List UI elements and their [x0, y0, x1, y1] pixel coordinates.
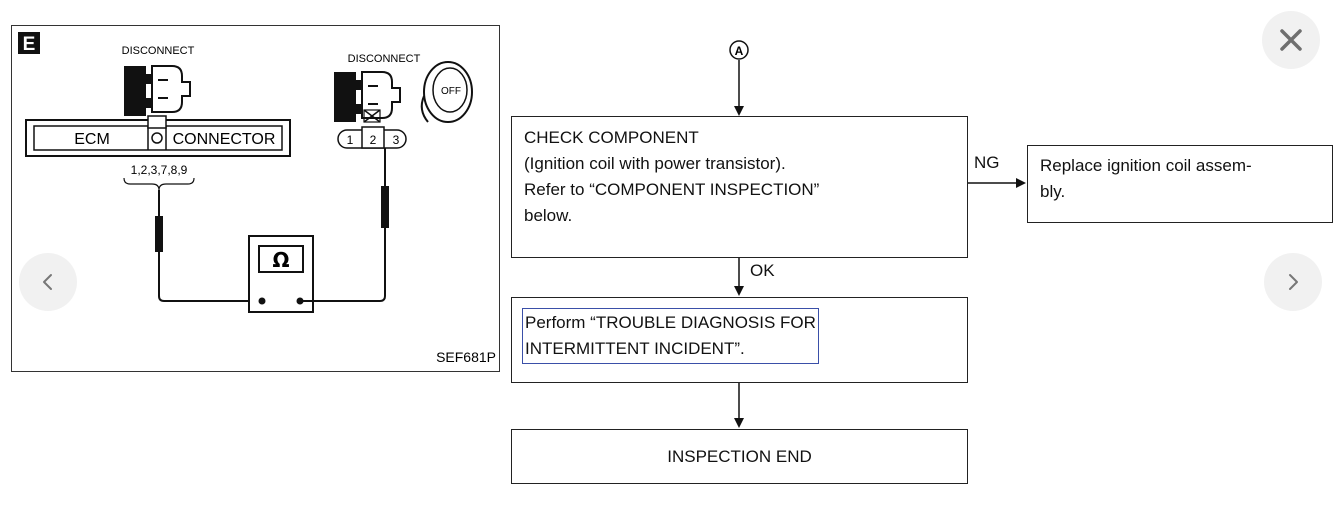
start-marker-label: A: [735, 44, 744, 58]
coil-pin-1: 1: [347, 133, 354, 147]
figure-code: SEF681P: [436, 349, 496, 365]
ng-label: NG: [974, 153, 1000, 172]
ecm-label: ECM: [74, 131, 110, 148]
ohm-symbol: Ω: [272, 248, 289, 272]
start-marker-circle: [729, 40, 749, 60]
wiring-diagram-svg: E DISCONNECT ECM CONNECTOR 1,2,3,7,8,9 Ω: [18, 32, 496, 365]
close-button[interactable]: [1262, 11, 1320, 69]
perform-line-1: Perform “TROUBLE DIAGNOSIS FOR: [525, 313, 816, 332]
chevron-right-icon: [1289, 274, 1298, 290]
connector-plug-icon-left: [124, 65, 191, 116]
perform-diagnosis-link-frame: Perform “TROUBLE DIAGNOSIS FOR INTERMITT…: [522, 308, 819, 364]
perform-line-2: INTERMITTENT INCIDENT”.: [525, 339, 745, 358]
ok-label: OK: [750, 261, 775, 280]
ignition-key-icon: [420, 61, 473, 123]
check-component-line-1: CHECK COMPONENT: [524, 128, 699, 147]
coil-pin-2: 2: [370, 133, 377, 147]
next-button[interactable]: [1264, 253, 1322, 311]
perform-diagnosis-box: Perform “TROUBLE DIAGNOSIS FOR INTERMITT…: [511, 297, 968, 383]
wiring-diagram: E DISCONNECT ECM CONNECTOR 1,2,3,7,8,9 Ω: [11, 25, 500, 372]
close-icon: [1280, 29, 1302, 51]
check-component-line-3: Refer to “COMPONENT INSPECTION”: [524, 180, 820, 199]
disconnect-label-left: DISCONNECT: [122, 45, 195, 57]
check-component-box: CHECK COMPONENT (Ignition coil with powe…: [511, 116, 968, 258]
replace-line-2: bly.: [1040, 182, 1066, 201]
coil-pin-3: 3: [393, 133, 400, 147]
replace-line-1: Replace ignition coil assem-: [1040, 156, 1252, 175]
inspection-end-label: INSPECTION END: [667, 446, 812, 466]
replace-coil-box: Replace ignition coil assem- bly.: [1027, 145, 1333, 223]
connector-plug-icon-right: [334, 71, 401, 122]
ecm-pins-label: 1,2,3,7,8,9: [131, 163, 188, 177]
chevron-left-icon: [43, 274, 52, 290]
corner-letter: E: [23, 34, 36, 55]
check-component-line-4: below.: [524, 206, 573, 225]
connector-label: CONNECTOR: [173, 131, 276, 148]
check-component-line-2: (Ignition coil with power transistor).: [524, 154, 786, 173]
previous-button[interactable]: [19, 253, 77, 311]
disconnect-label-right: DISCONNECT: [348, 53, 421, 65]
key-off-label: OFF: [441, 86, 461, 97]
inspection-end-box: INSPECTION END: [511, 429, 968, 484]
